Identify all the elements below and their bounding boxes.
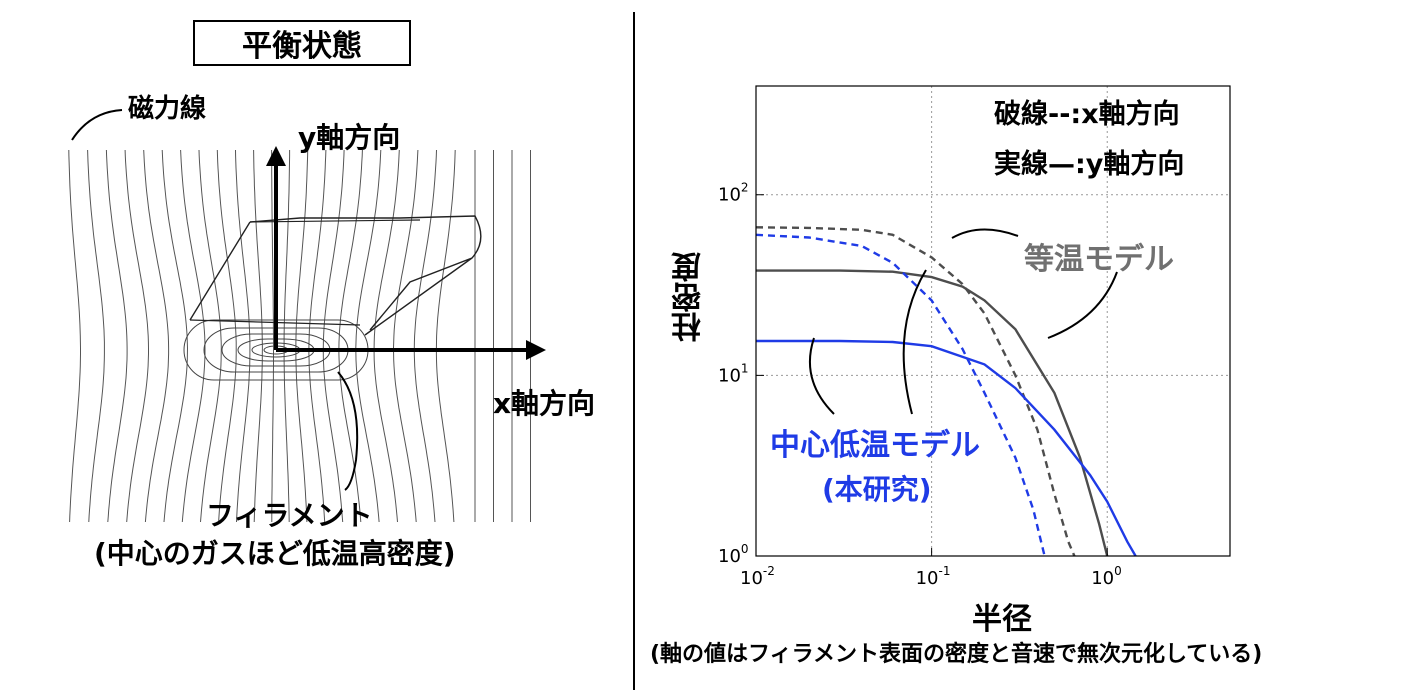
series-lowtemp-y-axis — [756, 339, 1137, 557]
field-line — [373, 149, 400, 523]
field-line — [235, 149, 251, 523]
isothermal-leader-b — [1047, 271, 1118, 339]
filament-label-leader — [337, 371, 359, 491]
lowtemp-model-sub: (本研究) — [822, 473, 932, 506]
field-line — [295, 149, 309, 523]
field-line — [124, 149, 149, 523]
x-axis-label: x軸方向 — [493, 387, 596, 420]
field-line — [413, 149, 437, 523]
y-axis-arrowhead — [266, 146, 286, 166]
field-lines — [68, 149, 531, 523]
x-axis-title: 半径 — [972, 602, 1032, 637]
isothermal-model-label: 等温モデル — [1024, 242, 1174, 277]
axis-note: (軸の値はフィラメント表面の密度と音速で無次元化している) — [650, 642, 1263, 667]
diagram-title: 平衡状態 — [193, 20, 411, 66]
field-line — [392, 149, 419, 523]
isothermal-leader-a — [951, 228, 1019, 239]
field-line — [338, 149, 363, 523]
y-tick-label: 101 — [718, 361, 749, 386]
field-line — [180, 149, 206, 523]
field-line — [355, 149, 382, 523]
x-tick-label: 10-1 — [916, 564, 951, 589]
series-lowtemp-x-axis — [755, 233, 1046, 557]
lowtemp-leader-a — [808, 337, 835, 415]
x-axis-arrowhead — [526, 340, 546, 360]
field-line — [253, 149, 263, 523]
field-label-leader — [71, 109, 123, 141]
y-tick-label: 100 — [718, 542, 749, 567]
legend-dashed: 破線--:x軸方向 — [994, 99, 1180, 130]
filament-diagram — [68, 109, 546, 523]
filament-note: (中心のガスほど低温高密度) — [94, 537, 456, 570]
field-line — [308, 149, 327, 523]
field-line — [198, 149, 222, 523]
lowtemp-model-label: 中心低温モデル — [770, 428, 980, 463]
field-line — [87, 149, 105, 523]
y-axis-label: y軸方向 — [298, 121, 401, 154]
series-isothermal-y-axis — [756, 269, 1109, 557]
series-isothermal-x-axis — [755, 226, 1076, 557]
lowtemp-leader-b — [902, 269, 927, 415]
field-line — [271, 150, 274, 522]
chart-series — [755, 226, 1137, 557]
panel-divider — [633, 12, 635, 690]
field-line — [322, 149, 345, 523]
field-line — [68, 149, 81, 523]
y-tick-label: 102 — [718, 181, 749, 206]
filament-label: フィラメント — [206, 499, 373, 532]
legend-solid: 実線—:y軸方向 — [994, 149, 1185, 180]
filament-box-top — [189, 215, 482, 336]
field-line-label: 磁力線 — [128, 94, 207, 124]
x-tick-label: 100 — [1091, 564, 1122, 589]
field-line — [283, 150, 291, 523]
field-line — [143, 149, 170, 523]
field-line — [105, 149, 128, 523]
y-axis-title: 柱密度 — [672, 252, 707, 342]
x-tick-label: 10-2 — [740, 564, 775, 589]
field-line — [435, 149, 456, 523]
plot-frame — [755, 85, 1231, 557]
